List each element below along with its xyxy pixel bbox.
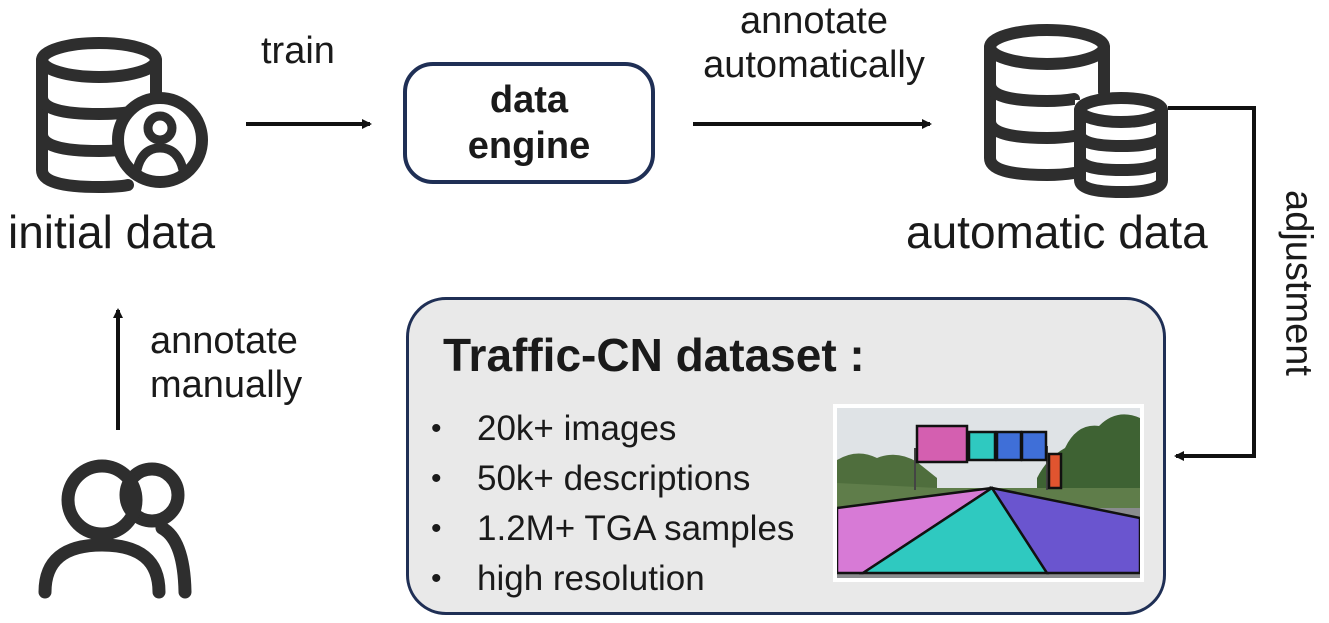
database-user-icon: [36, 37, 208, 194]
dataset-feature-list: • 20k+ images • 50k+ descriptions • 1.2M+ T…: [431, 404, 794, 604]
list-item-text: 1.2M+ TGA samples: [477, 509, 795, 548]
data-engine-line1: data: [489, 78, 569, 121]
data-engine-node: data engine: [403, 62, 655, 184]
initial-data-label: initial data: [8, 206, 216, 258]
list-item: • 1.2M+ TGA samples: [431, 504, 794, 554]
adjustment-arrow: [1168, 106, 1256, 461]
list-item-text: high resolution: [477, 559, 705, 598]
road-scene-illustration: [835, 408, 1142, 578]
annotate-manual-label: annotate manually: [150, 320, 302, 407]
list-item-text: 20k+ images: [477, 409, 677, 448]
users-icon: [38, 459, 192, 599]
dataset-title: Traffic-CN dataset :: [443, 329, 865, 381]
list-item: • 50k+ descriptions: [431, 454, 794, 504]
list-item: • 20k+ images: [431, 404, 794, 454]
bullet-icon: •: [431, 512, 442, 545]
dataset-panel: Traffic-CN dataset : • 20k+ images • 50k+ …: [406, 297, 1166, 615]
list-item-text: 50k+ descriptions: [477, 459, 751, 498]
annotate-auto-label: annotate automatically: [684, 0, 944, 87]
train-label: train: [261, 30, 335, 72]
list-item: • high resolution: [431, 554, 794, 604]
annotate-auto-line2: automatically: [703, 43, 925, 86]
annotate-auto-line1: annotate: [740, 0, 888, 42]
road-sample-image: [833, 404, 1144, 582]
automatic-data-label: automatic data: [906, 206, 1208, 258]
adjustment-label: adjustment: [1277, 190, 1320, 376]
bullet-icon: •: [431, 462, 442, 495]
annotate-manual-line2: manually: [150, 363, 303, 406]
bullet-icon: •: [431, 412, 442, 445]
sign-5: [1047, 452, 1063, 490]
sign-4: [1020, 430, 1048, 462]
sign-2: [967, 430, 997, 462]
data-engine-line2: engine: [467, 125, 591, 167]
sign-1: [915, 424, 969, 464]
sign-3: [995, 430, 1023, 462]
annotate-manual-line1: annotate: [150, 320, 298, 362]
database-stack-icon: [984, 24, 1171, 199]
bullet-icon: •: [431, 562, 442, 595]
